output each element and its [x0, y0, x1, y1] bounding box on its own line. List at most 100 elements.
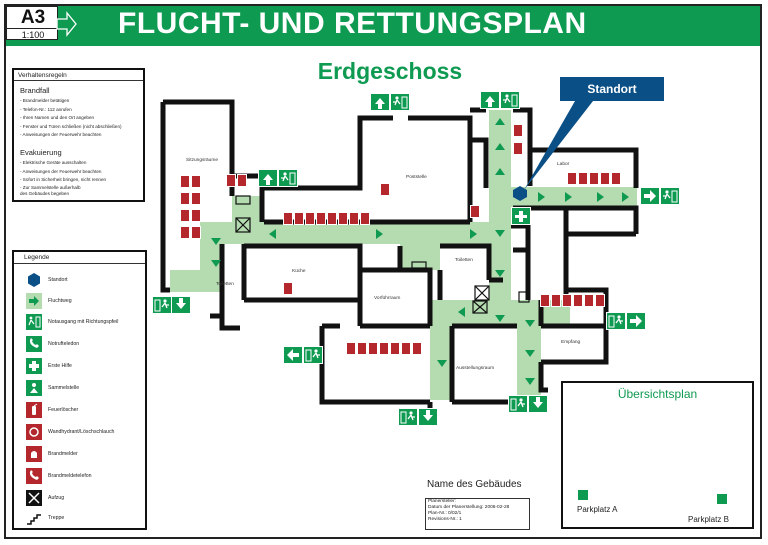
parking-b-label: Parkplatz B — [688, 515, 729, 524]
legend-label: Brandmelder — [48, 451, 78, 457]
legend-item: Treppe — [26, 510, 144, 528]
emergency-exit-icon — [390, 93, 410, 111]
legend-label: Standort — [48, 277, 68, 283]
exit-sign-up — [370, 93, 390, 111]
legend-label: Fluchtweg — [48, 298, 72, 304]
floor-title: Erdgeschoss — [317, 58, 463, 84]
panel-title: Verhaltensregeln — [14, 70, 143, 81]
legend-panel: Legende Standort Fluchtweg Notausgang mi… — [12, 250, 147, 530]
fire-extinguisher-icon — [551, 294, 561, 307]
legend-item: Sammelstelle — [26, 380, 144, 398]
fire-phone-icon — [327, 212, 337, 225]
exit-sign-up — [480, 91, 500, 109]
emergency-exit-icon — [660, 187, 680, 205]
legend-item: Brandmelder — [26, 446, 144, 464]
fire-extinguisher-icon — [578, 172, 588, 185]
title-block-row: Revisions-Nr.: 1 — [428, 517, 462, 522]
escape-routes — [170, 110, 637, 400]
legend-label: Aufzug — [48, 495, 65, 501]
fire-extinguisher-icon — [294, 212, 304, 225]
evakuierung-section: Evakuierung - Elektrische Geräte ausscha… — [20, 148, 106, 197]
exit-sign-down — [171, 296, 191, 314]
assembly-point-icon — [577, 489, 589, 501]
rule-item: des Gebäudes begeben — [20, 190, 70, 196]
fire-extinguisher-icon — [191, 209, 201, 222]
room-label: Küche — [292, 269, 306, 274]
brandfall-section: Brandfall - Brandmelder betätigen - Tele… — [20, 86, 122, 140]
rule-item: - Telefon-Nr.: 112 anrufen — [20, 106, 72, 112]
legend-item: Feuerlöscher — [26, 402, 144, 420]
fire-extinguisher-icon — [191, 226, 201, 239]
fire-extinguisher-icon — [338, 212, 348, 225]
overview-panel: Übersichtsplan Parkplatz A Parkplatz B — [561, 381, 754, 529]
fire-phone-icon — [390, 342, 400, 355]
behavior-rules-panel: Verhaltensregeln Brandfall - Brandmelder… — [12, 68, 145, 202]
fire-hose-icon — [346, 342, 356, 355]
walls — [160, 99, 639, 412]
exit-sign-right — [640, 187, 660, 205]
fire-extinguisher-icon — [573, 294, 583, 307]
fire-phone-icon — [611, 172, 621, 185]
rule-item: - Anweisungen der Feuerwehr beachten — [20, 168, 102, 174]
route-arrows — [211, 118, 629, 385]
fire-hose-icon — [567, 172, 577, 185]
format-box: A3 1:100 — [6, 6, 59, 40]
legend-label: Notausgang mit Richtungspfeil — [48, 319, 119, 325]
fire-alarm-icon — [589, 172, 599, 185]
standort-marker — [513, 186, 527, 201]
fire-extinguisher-icon — [401, 342, 411, 355]
emergency-exit-icon — [500, 91, 520, 109]
emergency-exit-icon — [606, 312, 626, 330]
legend-item: Brandmeldetelefon — [26, 468, 144, 486]
section-title: Brandfall — [20, 86, 50, 95]
standort-pointer — [524, 101, 593, 190]
room-label: Empfang — [561, 340, 581, 345]
fire-extinguisher-icon — [26, 402, 42, 418]
rule-item: - Sofort in Sicherheit bringen, nicht re… — [20, 177, 107, 183]
first-aid-icon — [26, 358, 42, 374]
header-bar — [4, 4, 762, 46]
fire-alarm-icon — [180, 209, 190, 222]
building-name: Name des Gebäudes — [427, 479, 522, 490]
room-label: Labor — [557, 162, 570, 167]
legend-item: Wandhydrant/Löschschlauch — [26, 424, 144, 442]
legend-label: Feuerlöscher — [48, 407, 79, 413]
fire-extinguisher-icon — [380, 183, 390, 196]
standort-callout: Standort — [560, 77, 664, 101]
legend-item: Fluchtweg — [26, 293, 144, 311]
fire-phone-icon — [26, 468, 42, 484]
title-block: Planersteller: Datum der Planerstellung:… — [425, 498, 530, 530]
emergency-exit-icon — [398, 408, 418, 426]
assembly-point-icon — [716, 493, 728, 505]
format-label: A3 — [20, 7, 46, 28]
panel-title: Legende — [14, 252, 145, 264]
plan-frame — [4, 4, 762, 539]
title-block-row: Plan-Nr.: 0/02/1 — [428, 511, 462, 516]
legend-item: Notrufteledon — [26, 336, 144, 354]
exit-sign-down — [528, 395, 548, 413]
legend-label: Wandhydrant/Löschschlauch — [48, 429, 115, 435]
emergency-exit-icon — [303, 346, 323, 364]
rule-item: - Fenster und Türen schließen (nicht abs… — [20, 123, 122, 129]
legend-label: Notrufteledon — [48, 341, 80, 347]
rule-item: - Anweisungen der Feuerwehr beachten — [20, 132, 102, 138]
fire-extinguisher-icon — [283, 282, 293, 295]
fire-alarm-icon — [237, 174, 247, 187]
title-block-row: Planersteller: — [428, 499, 456, 504]
legend-label: Sammelstelle — [48, 385, 80, 391]
plan-title: FLUCHT- UND RETTUNGSPLAN — [118, 7, 587, 40]
assembly-point-icon — [26, 380, 42, 396]
fire-extinguisher-icon — [226, 174, 236, 187]
fire-phone-icon — [180, 226, 190, 239]
legend-label: Treppe — [48, 515, 65, 521]
fire-hose-icon — [180, 192, 190, 205]
fire-hose-icon — [540, 294, 550, 307]
fire-hose-icon — [26, 424, 42, 440]
room-label: Poststelle — [406, 175, 427, 180]
format-arrow-icon — [56, 11, 77, 37]
fire-extinguisher-icon — [379, 342, 389, 355]
rule-item: - Elektrische Geräte ausschalten — [20, 160, 87, 165]
fire-extinguisher-icon — [191, 192, 201, 205]
emergency-exit-icon — [152, 296, 172, 314]
fire-alarm-icon — [562, 294, 572, 307]
